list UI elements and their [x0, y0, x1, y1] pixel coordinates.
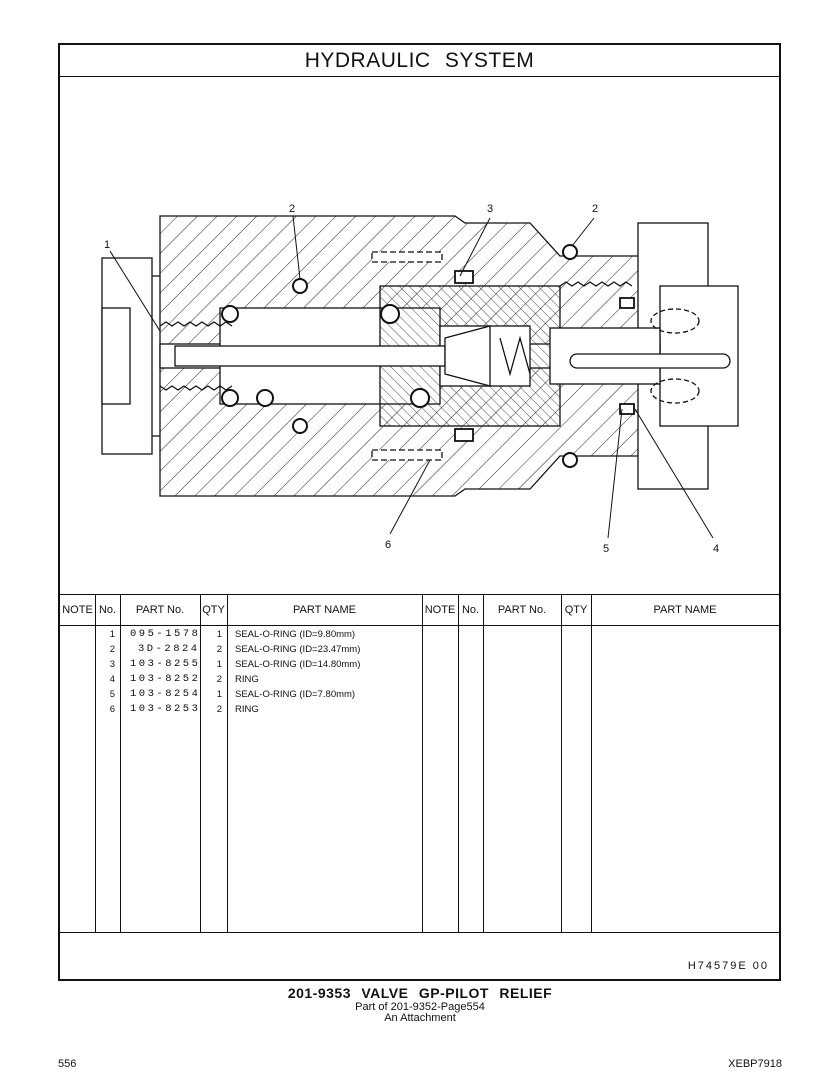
callout-3: 3 — [487, 203, 493, 215]
col-header-part-no-2: PART No. — [483, 595, 561, 626]
col-header-note: NOTE — [60, 595, 95, 626]
illustration-ref-row: H74579E 00 — [60, 932, 779, 979]
col-divider — [561, 595, 562, 933]
col-header-no-2: No. — [458, 595, 483, 626]
row-part-name: SEAL-O-RING (ID=9.80mm) — [235, 629, 356, 640]
page-number: 556 — [58, 1058, 77, 1070]
parts-page-frame: HYDRAULIC SYSTEM — [58, 43, 781, 981]
row-part-name: RING — [235, 674, 259, 685]
callout-1: 1 — [104, 239, 110, 251]
callout-6: 6 — [385, 539, 391, 551]
row-no: 4 — [109, 674, 115, 685]
row-no: 5 — [109, 689, 115, 700]
row-no: 6 — [109, 704, 115, 715]
col-header-no: No. — [95, 595, 120, 626]
col-header-part-name-2: PART NAME — [591, 595, 779, 626]
illustration-reference: H74579E 00 — [687, 960, 769, 972]
row-qty: 1 — [216, 659, 222, 670]
attachment-note: An Attachment — [384, 1012, 456, 1024]
parts-list-table: NOTE No. PART No. QTY PART NAME NOTE No.… — [60, 594, 779, 933]
row-part-no: 3D-2824 — [138, 643, 200, 655]
exploded-view-drawing: 1 2 3 2 6 5 4 — [60, 76, 779, 594]
row-no: 2 — [109, 644, 115, 655]
row-no: 1 — [109, 629, 115, 640]
callout-2-right: 2 — [592, 203, 598, 215]
row-no: 3 — [109, 659, 115, 670]
callout-leaders — [109, 215, 714, 539]
part-of-reference: Part of 201-9352-Page554 — [355, 1001, 485, 1013]
col-divider — [483, 595, 484, 933]
callout-4: 4 — [713, 543, 719, 555]
col-header-qty: QTY — [200, 595, 227, 626]
document-code: XEBP7918 — [728, 1058, 782, 1070]
row-qty: 2 — [216, 674, 222, 685]
row-part-no: 103-8253 — [130, 703, 201, 715]
col-divider — [120, 595, 121, 933]
col-header-qty-2: QTY — [561, 595, 591, 626]
valve-cross-section-diagram: 1 2 3 2 6 5 4 — [101, 203, 739, 555]
row-qty: 2 — [216, 644, 222, 655]
col-divider — [422, 595, 423, 933]
row-qty: 1 — [216, 689, 222, 700]
col-header-part-name: PART NAME — [227, 595, 422, 626]
row-part-name: SEAL-O-RING (ID=23.47mm) — [235, 644, 361, 655]
row-qty: 2 — [216, 704, 222, 715]
row-qty: 1 — [216, 629, 222, 640]
callout-labels: 1 2 3 2 6 5 4 — [104, 203, 719, 555]
col-divider — [200, 595, 201, 933]
row-part-name: RING — [235, 704, 259, 715]
row-part-no: 103-8255 — [130, 658, 201, 670]
col-divider — [95, 595, 96, 933]
col-divider — [591, 595, 592, 933]
col-header-note-2: NOTE — [422, 595, 458, 626]
page-title: HYDRAULIC SYSTEM — [60, 45, 779, 77]
row-part-no: 103-8254 — [130, 688, 201, 700]
col-divider — [227, 595, 228, 933]
valve-body — [101, 215, 739, 497]
row-part-no: 103-8252 — [130, 673, 201, 685]
row-part-name: SEAL-O-RING (ID=14.80mm) — [235, 659, 361, 670]
callout-5: 5 — [603, 543, 609, 555]
group-caption: 201-9353 VALVE GP-PILOT RELIEF — [287, 985, 553, 1001]
col-header-part-no: PART No. — [120, 595, 200, 626]
row-part-no: 095-1578 — [130, 628, 201, 640]
callout-2-left: 2 — [289, 203, 295, 215]
col-divider — [458, 595, 459, 933]
row-part-name: SEAL-O-RING (ID=7.80mm) — [235, 689, 356, 700]
